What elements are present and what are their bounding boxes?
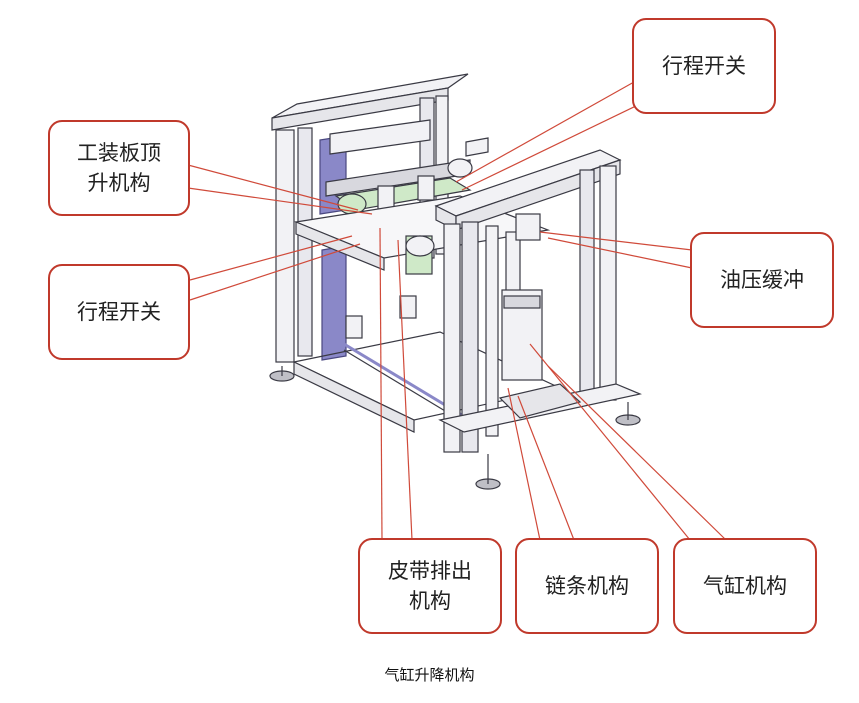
callout-belt-discharge-line-2: 机构 xyxy=(409,589,451,613)
leader-cylinder-1 xyxy=(529,343,691,541)
leader-tooling-lift-1 xyxy=(187,164,359,211)
callout-travel-switch-left-label: 行程开关 xyxy=(77,300,161,324)
leader-travel-switch-top-1 xyxy=(455,81,635,183)
leader-hydraulic-buffer-1 xyxy=(539,231,693,251)
figure-caption: 气缸升降机构 xyxy=(384,666,475,684)
leader-lines xyxy=(187,81,727,541)
leader-tooling-lift-2 xyxy=(187,187,373,215)
callout-belt-discharge: 皮带排出 机构 xyxy=(358,538,502,634)
callout-travel-switch-left: 行程开关 xyxy=(48,264,190,360)
leader-travel-switch-left-2 xyxy=(189,243,361,301)
callout-cylinder: 气缸机构 xyxy=(673,538,817,634)
callout-cylinder-label: 气缸机构 xyxy=(703,574,787,598)
callout-travel-switch-top: 行程开关 xyxy=(632,18,776,114)
leader-chain-1 xyxy=(507,387,541,541)
callout-chain: 链条机构 xyxy=(515,538,659,634)
leader-chain-2 xyxy=(517,395,575,541)
callout-chain-label: 链条机构 xyxy=(545,574,629,598)
callout-travel-switch-top-label: 行程开关 xyxy=(662,54,746,78)
callout-hydraulic-buffer: 油压缓冲 xyxy=(690,232,834,328)
callout-belt-discharge-line-1: 皮带排出 xyxy=(388,559,472,583)
callout-tooling-lift-line-1: 工装板顶 xyxy=(77,141,161,165)
leader-belt-discharge-1 xyxy=(379,227,383,541)
callout-tooling-lift-line-2: 升机构 xyxy=(87,171,151,195)
leader-travel-switch-top-2 xyxy=(461,103,641,191)
machine-drawing xyxy=(269,73,642,490)
callout-hydraulic-buffer-label: 油压缓冲 xyxy=(720,268,804,292)
leader-hydraulic-buffer-2 xyxy=(547,237,693,269)
callout-tooling-lift: 工装板顶 升机构 xyxy=(48,120,190,216)
leader-cylinder-2 xyxy=(547,365,727,541)
leader-belt-discharge-2 xyxy=(397,239,413,541)
leader-travel-switch-left-1 xyxy=(189,235,353,281)
